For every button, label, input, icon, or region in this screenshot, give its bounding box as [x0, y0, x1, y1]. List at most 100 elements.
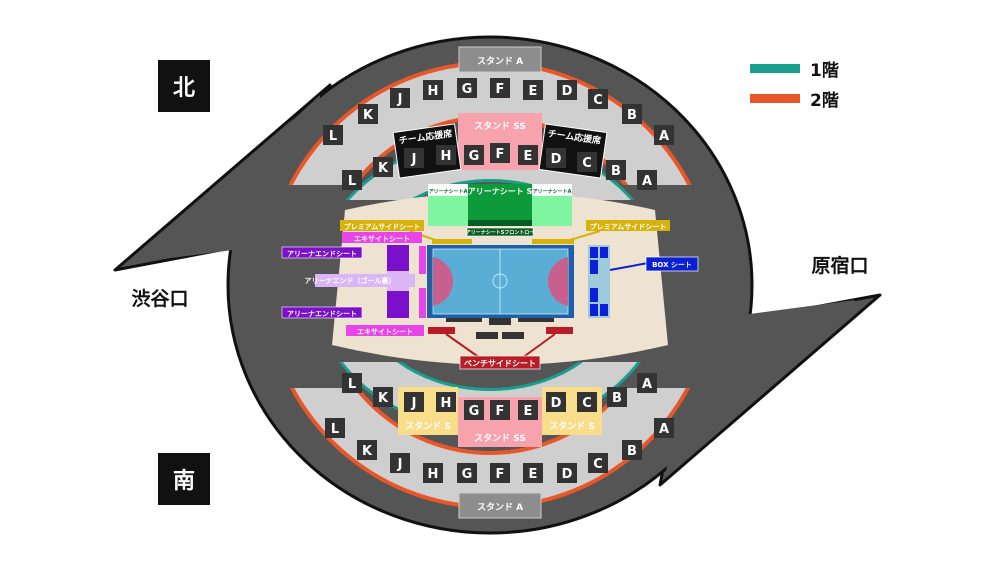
bench-side-label: ベンチサイドシート	[464, 359, 536, 368]
seat-block-lower-2f-C[interactable]: C	[588, 453, 608, 473]
premium-side-seat-right[interactable]: プレミアムサイドシート	[532, 220, 670, 244]
seat-block-upper-2f-H[interactable]: H	[423, 80, 443, 100]
seat-block-box	[588, 453, 608, 473]
seat-block-label: B	[611, 164, 621, 179]
arena-seat-a-left[interactable]: アリーナシートA	[428, 184, 468, 226]
seat-block-upper-2f-J[interactable]: J	[390, 88, 410, 108]
seat-block-box	[323, 125, 343, 145]
arena-seat-a-right[interactable]: アリーナシートA	[532, 184, 572, 226]
seat-block-label: K	[378, 161, 389, 176]
seat-block-box	[622, 104, 642, 124]
seat-block-lower-2f-G[interactable]: G	[457, 463, 477, 483]
seat-block-box	[622, 440, 642, 460]
seat-block-lower-1f-C[interactable]: C	[577, 392, 597, 412]
seat-block-upper-1f-H[interactable]: H	[436, 145, 456, 165]
seat-block-upper-2f-K[interactable]: K	[358, 104, 378, 124]
box-seat[interactable]: BOX シート	[588, 245, 699, 318]
legend-label-1f: 1階	[810, 61, 839, 81]
seat-block-box	[557, 463, 577, 483]
seat-block-box	[436, 392, 456, 412]
seat-block-lower-2f-F[interactable]: F	[490, 463, 510, 483]
seat-block-upper-2f-B[interactable]: B	[622, 104, 642, 124]
seat-block-label: E	[529, 467, 538, 482]
seat-block-upper-2f-D[interactable]: D	[557, 80, 577, 100]
seat-block-box	[490, 143, 510, 163]
shibuya-entrance-label: 渋谷口	[131, 287, 188, 310]
seat-block-box	[357, 440, 377, 460]
seat-block-label: J	[411, 152, 417, 167]
seat-block-box	[436, 145, 456, 165]
seat-block-box	[490, 400, 510, 420]
seat-block-upper-1f-E[interactable]: E	[518, 145, 538, 165]
arena-seat-s-front-row[interactable]: アリーナシートSフロントロー	[466, 227, 535, 237]
seat-block-box	[404, 392, 424, 412]
seat-block-label: B	[627, 108, 637, 123]
seat-block-upper-1f-B[interactable]: B	[606, 160, 626, 180]
seat-block-upper-1f-D[interactable]: D	[546, 148, 566, 168]
seat-block-label: C	[593, 457, 603, 472]
seat-block-upper-2f-G[interactable]: G	[457, 78, 477, 98]
seat-block-label: J	[411, 396, 417, 411]
seat-block-upper-1f-A[interactable]: A	[637, 170, 657, 190]
seat-block-lower-1f-L[interactable]: L	[342, 373, 362, 393]
excite-lower-label: エキサイトシート	[357, 328, 413, 336]
arena-end-seat-lower[interactable]: アリーナエンドシート	[281, 291, 409, 319]
seat-block-lower-1f-B[interactable]: B	[607, 387, 627, 407]
seat-block-label: F	[496, 404, 505, 419]
seat-block-lower-2f-E[interactable]: E	[523, 463, 543, 483]
seat-block-label: K	[378, 391, 389, 406]
seat-block-box	[358, 104, 378, 124]
seat-block-lower-1f-A[interactable]: A	[637, 373, 657, 393]
stand-a-south[interactable]: スタンド A	[458, 492, 542, 519]
seat-block-upper-2f-C[interactable]: C	[588, 89, 608, 109]
arena-end-goal[interactable]: アリーナエンド（ゴール裏）	[305, 271, 416, 291]
seat-block-label: K	[363, 108, 374, 123]
bench-side-seat[interactable]: ベンチサイドシート	[428, 327, 573, 370]
seat-block-lower-1f-E[interactable]: E	[518, 400, 538, 420]
seat-block-upper-2f-F[interactable]: F	[490, 78, 510, 98]
stand-a-north-label: スタンド A	[477, 55, 523, 67]
seat-block-lower-2f-L[interactable]: L	[325, 418, 345, 438]
seat-block-lower-2f-K[interactable]: K	[357, 440, 377, 460]
seat-block-upper-1f-L[interactable]: L	[342, 170, 362, 190]
court-side-benches	[446, 318, 554, 339]
seat-block-lower-2f-A[interactable]: A	[654, 418, 674, 438]
arena-end-goal-label: アリーナエンド（ゴール裏）	[305, 276, 396, 285]
stand-s-left-label: スタンド S	[405, 420, 451, 432]
seat-block-lower-1f-K[interactable]: K	[373, 387, 393, 407]
seat-block-upper-2f-E[interactable]: E	[523, 80, 543, 100]
arena-end-lower-label: アリーナエンドシート	[287, 310, 357, 318]
arena-seat-s[interactable]: アリーナシート S	[468, 184, 533, 226]
seat-block-label: K	[362, 444, 373, 459]
seat-block-box	[457, 78, 477, 98]
seat-block-lower-2f-J[interactable]: J	[390, 453, 410, 473]
seat-block-upper-1f-G[interactable]: G	[464, 145, 484, 165]
excite-seat-upper[interactable]: エキサイトシート	[342, 232, 426, 274]
seat-block-box	[523, 80, 543, 100]
stand-a-north[interactable]: スタンド A	[458, 46, 542, 73]
seat-block-lower-2f-H[interactable]: H	[423, 463, 443, 483]
seat-block-label: L	[348, 174, 356, 189]
excite-seat-lower[interactable]: エキサイトシート	[346, 288, 426, 336]
seat-block-lower-2f-D[interactable]: D	[557, 463, 577, 483]
seat-block-lower-1f-H[interactable]: H	[436, 392, 456, 412]
seat-block-box	[518, 145, 538, 165]
seat-block-box	[342, 170, 362, 190]
seat-block-label: F	[496, 467, 505, 482]
seat-block-lower-1f-J[interactable]: J	[404, 392, 424, 412]
stand-s-right-label: スタンド S	[549, 420, 595, 432]
seat-block-lower-2f-B[interactable]: B	[622, 440, 642, 460]
seat-block-box	[373, 387, 393, 407]
seat-block-upper-1f-F[interactable]: F	[490, 143, 510, 163]
seat-block-upper-1f-K[interactable]: K	[373, 157, 393, 177]
arena-end-seat-upper[interactable]: アリーナエンドシート	[281, 245, 409, 271]
seat-block-upper-2f-L[interactable]: L	[323, 125, 343, 145]
seat-block-upper-1f-J[interactable]: J	[404, 148, 424, 168]
seat-block-lower-1f-G[interactable]: G	[464, 400, 484, 420]
seat-block-upper-2f-A[interactable]: A	[654, 125, 674, 145]
seat-block-lower-1f-F[interactable]: F	[490, 400, 510, 420]
seat-block-upper-1f-C[interactable]: C	[577, 152, 597, 172]
seat-block-lower-1f-D[interactable]: D	[546, 392, 566, 412]
south-marker: 南	[158, 453, 210, 505]
